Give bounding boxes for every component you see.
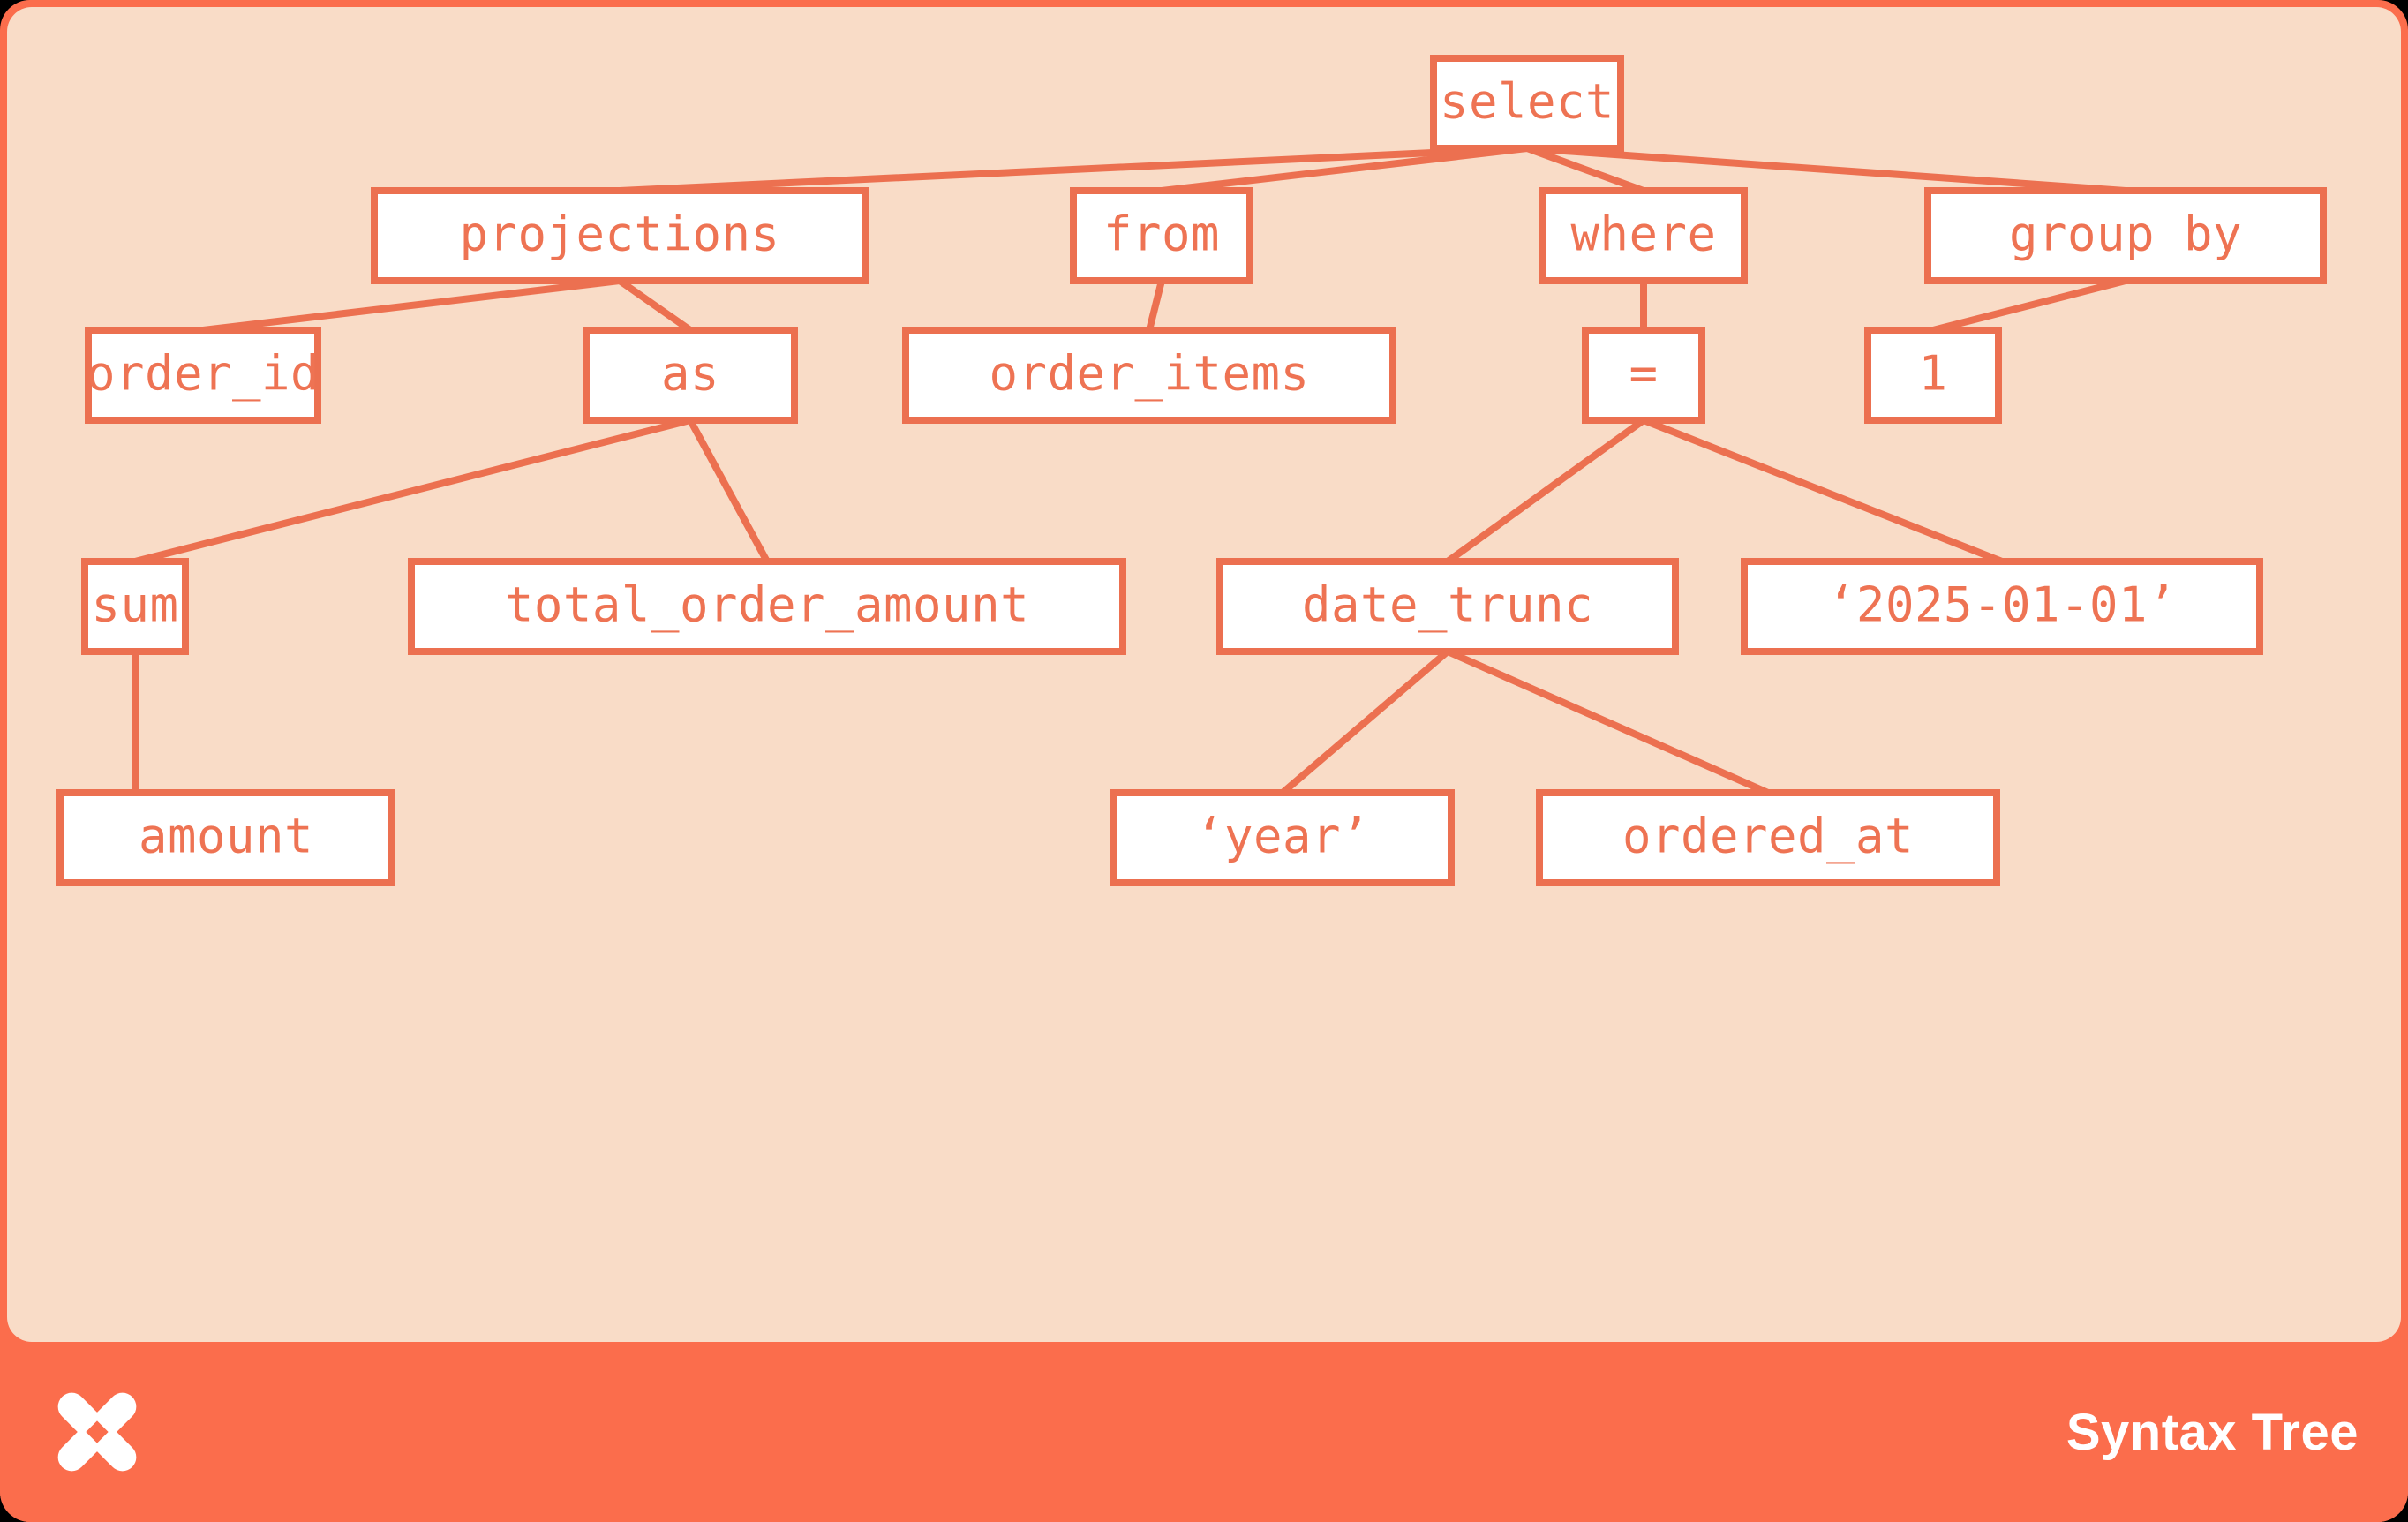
tree-node-box <box>1430 55 1624 152</box>
tree-node-box <box>583 327 798 424</box>
tree-node-one[interactable]: 1 <box>1864 327 2002 424</box>
tree-node-label: sum <box>91 577 178 633</box>
tree-node-box <box>902 327 1396 424</box>
tree-node-box <box>1582 327 1705 424</box>
tree-node-order_id[interactable]: order_id <box>85 327 321 424</box>
tree-node-ordered_at[interactable]: ordered_at <box>1536 789 2000 886</box>
tree-node-amount[interactable]: amount <box>56 789 395 886</box>
tree-node-box <box>1216 558 1679 655</box>
tree-node-date_trunc[interactable]: date_trunc <box>1216 558 1679 655</box>
tree-edge-projections-to-order_id <box>202 277 621 334</box>
tree-node-group_by[interactable]: group by <box>1924 187 2327 284</box>
tree-node-as[interactable]: as <box>583 327 798 424</box>
tree-node-label: date_trunc <box>1302 577 1593 633</box>
pinwheel-x-logo-icon <box>57 1392 137 1472</box>
tree-node-label: projections <box>459 207 779 262</box>
tree-node-box <box>371 187 869 284</box>
tree-node-box <box>1539 187 1748 284</box>
tree-edge-select-to-group_by <box>1526 145 2126 194</box>
tree-edge-group_by-to-one <box>1932 277 2126 334</box>
tree-node-box <box>1536 789 2000 886</box>
syntax-tree-graphic: select projections from where group by order_… <box>56 55 2327 886</box>
tree-node-label: order_id <box>87 346 320 402</box>
tree-node-order_items[interactable]: order_items <box>902 327 1396 424</box>
tree-node-date_literal[interactable]: ‘2025-01-01’ <box>1741 558 2263 655</box>
tree-edge-projections-to-as <box>617 277 693 334</box>
tree-node-select[interactable]: select <box>1430 55 1624 152</box>
tree-node-label: = <box>1629 346 1658 402</box>
tree-node-from[interactable]: from <box>1070 187 1253 284</box>
node-layer: select projections from where group by order_… <box>56 55 2327 886</box>
tree-node-year_literal[interactable]: ‘year’ <box>1110 789 1455 886</box>
tree-edge-eq-to-date_trunc <box>1445 417 1646 565</box>
tree-node-projections[interactable]: projections <box>371 187 869 284</box>
tree-edge-eq-to-date_literal <box>1642 417 2004 565</box>
tree-edge-select-to-projections <box>619 145 1528 194</box>
tree-edge-from-to-order_items <box>1146 280 1165 331</box>
tree-node-label: ‘2025-01-01’ <box>1827 577 2177 633</box>
tree-node-box <box>1110 789 1455 886</box>
tree-node-label: ordered_at <box>1622 809 1914 864</box>
tree-node-box <box>408 558 1126 655</box>
tree-node-label: amount <box>139 809 313 864</box>
tree-node-label: group by <box>2009 207 2242 262</box>
tree-node-box <box>1741 558 2263 655</box>
tree-node-box <box>1070 187 1253 284</box>
tree-node-label: 1 <box>1918 346 1947 402</box>
tree-edge-date_trunc-to-year_literal <box>1280 648 1450 796</box>
tree-node-label: where <box>1570 207 1716 262</box>
tree-node-total_order_amount[interactable]: total_order_amount <box>408 558 1126 655</box>
footer-bar: Syntax Tree <box>0 1342 2408 1522</box>
tree-node-label: order_items <box>989 346 1309 402</box>
footer-title: Syntax Tree <box>2066 1403 2359 1461</box>
tree-node-box <box>1924 187 2327 284</box>
tree-node-box <box>85 327 321 424</box>
tree-node-box <box>81 558 189 655</box>
tree-node-label: as <box>661 346 719 402</box>
tree-edge-select-to-from <box>1161 145 1528 194</box>
tree-edge-as-to-total_order_amount <box>687 418 771 563</box>
tree-edge-select-to-where <box>1525 145 1645 194</box>
tree-node-where[interactable]: where <box>1539 187 1748 284</box>
tree-node-box <box>1864 327 2002 424</box>
tree-edge-date_trunc-to-ordered_at <box>1446 648 1770 796</box>
tree-node-label: total_order_amount <box>505 577 1029 633</box>
edge-layer <box>132 145 2126 796</box>
tree-node-box <box>56 789 395 886</box>
tree-edge-as-to-sum <box>134 417 691 565</box>
tree-node-eq[interactable]: = <box>1582 327 1705 424</box>
diagram-canvas: select projections from where group by order_… <box>7 7 2401 1342</box>
tree-node-label: select <box>1440 74 1614 130</box>
tree-node-sum[interactable]: sum <box>81 558 189 655</box>
tree-node-label: from <box>1103 207 1220 262</box>
tree-node-label: ‘year’ <box>1195 809 1370 864</box>
